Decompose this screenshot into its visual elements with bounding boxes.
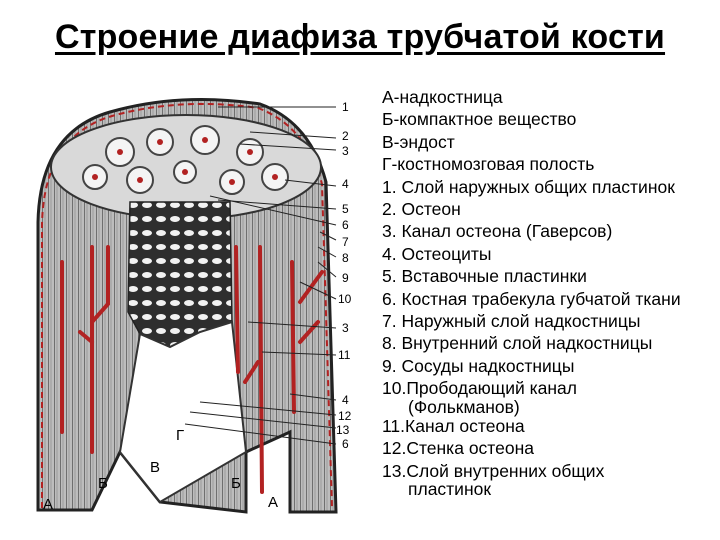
- legend-item: 11.Канал остеона: [382, 415, 720, 437]
- legend-item: А-надкостница: [382, 86, 720, 108]
- callout-10: 10: [338, 293, 351, 305]
- legend-item: 9. Сосуды надкостницы: [382, 355, 720, 377]
- legend-item: 6. Костная трабекула губчатой ткани: [382, 288, 720, 310]
- slide-title: Строение диафиза трубчатой кости: [0, 18, 720, 57]
- spongy-tissue: [128, 202, 232, 347]
- legend-item: 3. Канал остеона (Гаверсов): [382, 220, 720, 242]
- callout-4: 4: [342, 178, 349, 190]
- diaphysis-drawing: [0, 72, 370, 540]
- label-b-left: Б: [98, 475, 108, 492]
- legend-item: 1. Слой наружных общих пластинок: [382, 176, 720, 198]
- callout-9: 9: [342, 272, 349, 284]
- callout-7: 7: [342, 236, 349, 248]
- callout-4b: 4: [342, 394, 349, 406]
- label-b-right: Б: [231, 475, 241, 492]
- label-a-right: А: [268, 494, 278, 511]
- callout-6: 6: [342, 219, 349, 231]
- callout-3b: 3: [342, 322, 349, 334]
- legend-item: 12.Стенка остеона: [382, 437, 720, 459]
- callout-12: 12: [338, 410, 351, 422]
- legend-item: Г-костномозговая полость: [382, 153, 720, 175]
- bone-diaphysis-illustration: 1 2 3 4 5 6 7 8 9 10 3 11 4 12 13 6 Г В …: [0, 72, 370, 540]
- label-g: Г: [176, 427, 184, 444]
- legend-item: 4. Остеоциты: [382, 243, 720, 265]
- callout-8: 8: [342, 252, 349, 264]
- callout-11: 11: [338, 349, 350, 361]
- callout-5: 5: [342, 203, 349, 215]
- legend-item: В-эндост: [382, 131, 720, 153]
- legend-item: Б-компактное вещество: [382, 108, 720, 130]
- legend-list: А-надкостница Б-компактное вещество В-эн…: [382, 86, 720, 497]
- callout-2: 2: [342, 130, 349, 142]
- legend-item: 8. Внутренний слой надкостницы: [382, 332, 720, 354]
- label-v: В: [150, 459, 160, 476]
- legend-item-continuation: пластинок: [382, 482, 720, 497]
- legend-item-continuation: (Фолькманов): [382, 400, 720, 415]
- callout-3: 3: [342, 145, 349, 157]
- label-a-left: А: [43, 496, 53, 513]
- callout-13: 13: [336, 424, 349, 436]
- callout-6b: 6: [342, 438, 349, 450]
- legend-item: 5. Вставочные пластинки: [382, 265, 720, 287]
- callout-1: 1: [342, 101, 349, 113]
- legend-item: 2. Остеон: [382, 198, 720, 220]
- legend-item: 7. Наружный слой надкостницы: [382, 310, 720, 332]
- legend-item: 10.Прободающий канал(Фолькманов): [382, 377, 720, 414]
